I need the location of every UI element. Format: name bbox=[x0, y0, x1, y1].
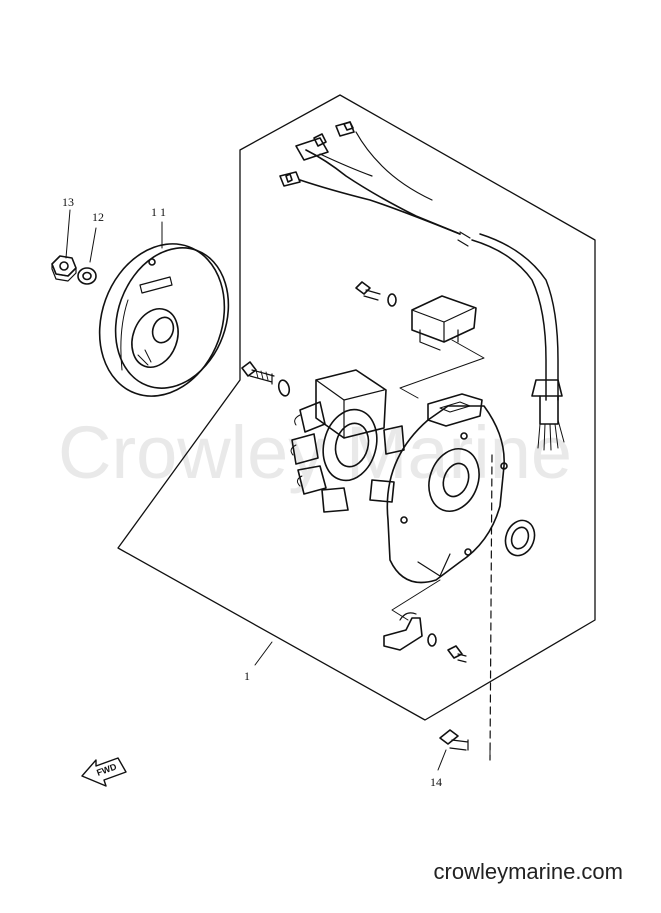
callout-12: 12 bbox=[92, 210, 104, 224]
wire-harness-part bbox=[279, 121, 565, 451]
screw-part-14 bbox=[439, 729, 469, 751]
stator-screw bbox=[241, 361, 275, 385]
leader-line-1 bbox=[254, 641, 273, 666]
leader-line-14 bbox=[437, 749, 447, 771]
forward-direction-arrow bbox=[81, 757, 127, 787]
flywheel-part-11 bbox=[98, 243, 230, 397]
clamp-washer bbox=[427, 633, 437, 647]
nut-part-13 bbox=[51, 255, 77, 282]
dashed-screw-axis bbox=[489, 454, 493, 761]
callout-1: 1 bbox=[244, 669, 250, 683]
leader-line-12 bbox=[89, 227, 97, 263]
pulser-washer bbox=[387, 293, 397, 307]
assembly-boundary-line bbox=[117, 94, 596, 721]
callout-14: 14 bbox=[430, 775, 442, 789]
washer-part-12 bbox=[77, 267, 97, 285]
clamp-screw bbox=[447, 645, 467, 663]
stator-base-plate bbox=[386, 393, 508, 584]
pulser-coil-part bbox=[411, 295, 477, 351]
connector-line-pulser bbox=[399, 339, 485, 399]
oil-seal-part bbox=[504, 519, 536, 557]
watermark-text: Crowley Marine bbox=[58, 411, 572, 494]
leader-line-13 bbox=[65, 209, 71, 259]
stator-washer bbox=[277, 379, 291, 397]
pulser-screw bbox=[355, 281, 381, 301]
wire-clamp-part bbox=[383, 612, 423, 651]
stator-coil-part bbox=[290, 369, 405, 513]
callout-11: 1 1 bbox=[151, 205, 166, 219]
site-url-label: crowleymarine.com bbox=[433, 859, 624, 884]
callout-13: 13 bbox=[62, 195, 74, 209]
